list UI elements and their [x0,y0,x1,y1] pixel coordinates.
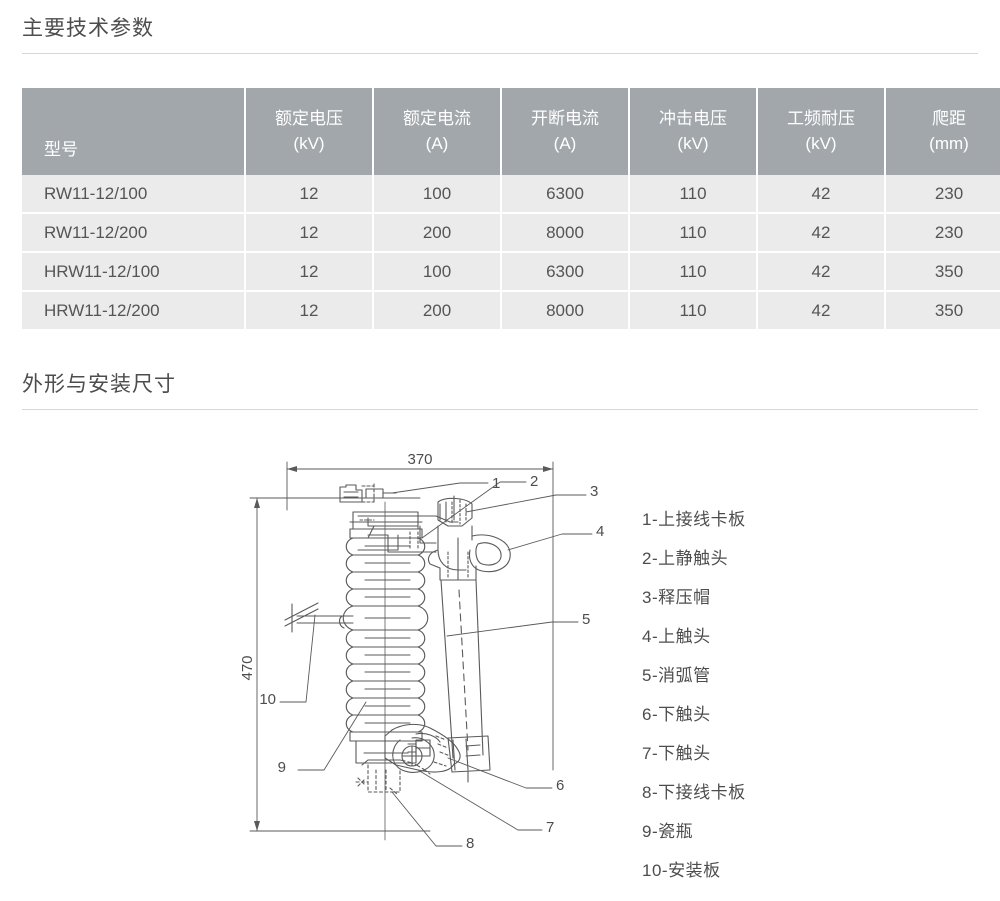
pressure-relief-cap [437,495,473,527]
cell-breaking-current: 8000 [501,291,630,329]
drawing-area: 370 470 1 2 3 4 5 6 7 8 9 10 1-上接线卡板 2-上… [0,440,1000,900]
cell-creepage: 230 [885,213,1000,253]
cell-rated-current: 100 [373,175,502,214]
column-header-creepage-label: 爬距 [932,108,966,128]
porcelain-insulator [284,511,429,764]
legend-item-4: 4-上触头 [642,627,711,646]
cell-rated-voltage: 12 [245,213,374,253]
page-title-parameters: 主要技术参数 [22,17,154,40]
column-header-impulse-voltage-label: 冲击电压 [659,108,727,128]
cell-breaking-current: 8000 [501,213,630,253]
cell-model: HRW11-12/200 [22,291,246,329]
cell-rated-voltage: 12 [245,175,374,214]
specifications-table: 型号 额定电压 (kV) 额定电流 (A) 开断电流 (A) 冲击电压 (kV)… [22,88,1000,329]
cell-impulse-voltage: 110 [629,291,758,329]
section-divider-parameters [22,53,978,54]
column-header-power-frequency-withstand-label: 工频耐压 [787,108,855,128]
legend-item-1: 1-上接线卡板 [642,510,746,529]
arc-quenching-tube [440,579,491,783]
cell-creepage: 230 [885,175,1000,214]
cell-impulse-voltage: 110 [629,175,758,214]
dimension-label-width: 370 [407,451,432,468]
callout-leaders [279,481,593,847]
legend-item-7: 7-下触头 [642,744,711,763]
column-header-rated-current-label: 额定电流 [403,108,471,128]
column-header-impulse-voltage-unit: (kV) [677,133,709,153]
cell-rated-voltage: 12 [245,291,374,329]
column-header-breaking-current-unit: (A) [553,133,577,153]
legend-item-5: 5-消弧管 [642,666,711,685]
cell-rated-current: 200 [373,213,502,253]
table-body: RW11-12/100 12 100 6300 110 42 230 RW11-… [22,175,1000,329]
callout-5: 5 [582,611,590,628]
column-header-power-frequency-withstand: 工频耐压 (kV) [757,88,886,175]
legend-item-2: 2-上静触头 [642,549,729,568]
column-header-rated-current: 额定电流 (A) [373,88,502,175]
column-header-rated-voltage: 额定电压 (kV) [245,88,374,175]
legend-item-3: 3-释压帽 [642,588,711,607]
callout-1: 1 [492,475,500,492]
upper-static-contact [357,515,459,553]
cell-breaking-current: 6300 [501,175,630,214]
column-header-creepage: 爬距 (mm) [885,88,1000,175]
callout-2: 2 [530,473,538,490]
cell-creepage: 350 [885,252,1000,292]
column-header-model: 型号 [22,88,246,175]
callout-8: 8 [466,835,474,852]
legend-item-10: 10-安装板 [642,861,721,880]
callout-9: 9 [278,759,286,776]
cell-rated-current: 200 [373,291,502,329]
column-header-impulse-voltage: 冲击电压 (kV) [629,88,758,175]
cell-creepage: 350 [885,291,1000,329]
parameters-section: 主要技术参数 [22,18,978,54]
dimensions-section: 外形与安装尺寸 [22,374,978,410]
cell-impulse-voltage: 110 [629,252,758,292]
cell-impulse-voltage: 110 [629,213,758,253]
column-header-model-label: 型号 [44,140,78,160]
cell-model: HRW11-12/100 [22,252,246,292]
column-header-rated-current-unit: (A) [425,133,449,153]
dimension-label-height: 470 [240,655,256,680]
cell-power-frequency-withstand: 42 [757,291,886,329]
table-header-row: 型号 额定电压 (kV) 额定电流 (A) 开断电流 (A) 冲击电压 (kV)… [22,88,1000,175]
fuse-cutout-technical-drawing: 370 470 1 2 3 4 5 6 7 8 9 10 [240,451,604,852]
cell-breaking-current: 6300 [501,252,630,292]
table-header: 型号 额定电压 (kV) 额定电流 (A) 开断电流 (A) 冲击电压 (kV)… [22,88,1000,175]
upper-contact-ring [427,525,511,581]
column-header-power-frequency-withstand-unit: (kV) [805,133,837,153]
upper-terminal-clamp [339,483,397,505]
table-row: RW11-12/200 12 200 8000 110 42 230 [22,213,1000,253]
cell-model: RW11-12/200 [22,213,246,253]
lower-clamp-edge [361,759,401,766]
parts-legend-list: 1-上接线卡板 2-上静触头 3-释压帽 4-上触头 5-消弧管 6-下触头 7… [642,500,892,890]
insulator-bottom-fitting [407,739,431,757]
column-header-rated-voltage-unit: (kV) [293,133,325,153]
column-header-creepage-unit: (mm) [929,133,969,153]
cell-power-frequency-withstand: 42 [757,175,886,214]
cell-rated-current: 100 [373,252,502,292]
section-divider-dimensions [22,409,978,410]
column-header-breaking-current-label: 开断电流 [531,108,599,128]
callout-7: 7 [546,819,554,836]
column-header-rated-voltage-label: 额定电压 [275,108,343,128]
callout-6: 6 [556,777,564,794]
table-row: HRW11-12/100 12 100 6300 110 42 350 [22,252,1000,292]
lower-terminal-clamp [355,764,401,795]
cell-model: RW11-12/100 [22,175,246,214]
cell-power-frequency-withstand: 42 [757,213,886,253]
page-title-dimensions: 外形与安装尺寸 [22,373,176,396]
table-row: HRW11-12/200 12 200 8000 110 42 350 [22,291,1000,329]
cell-power-frequency-withstand: 42 [757,252,886,292]
legend-item-8: 8-下接线卡板 [642,783,746,802]
lower-contact-assembly [384,723,461,773]
legend-item-9: 9-瓷瓶 [642,822,694,841]
callout-4: 4 [596,523,604,540]
callout-10: 10 [259,691,276,708]
cell-rated-voltage: 12 [245,252,374,292]
table-row: RW11-12/100 12 100 6300 110 42 230 [22,175,1000,214]
legend-item-6: 6-下触头 [642,705,711,724]
dimension-lines [249,461,554,832]
column-header-breaking-current: 开断电流 (A) [501,88,630,175]
callout-3: 3 [590,483,598,500]
